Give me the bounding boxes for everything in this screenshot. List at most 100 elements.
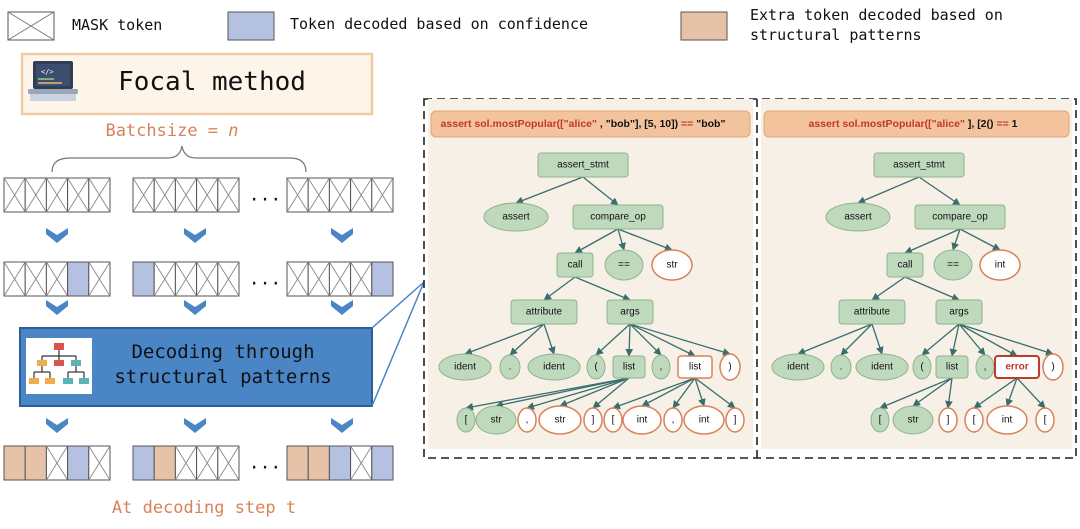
tree-node-label: ) <box>1051 362 1054 373</box>
tree-node-s2: str <box>538 405 582 435</box>
tree-node-label: ident <box>871 362 893 373</box>
tree-structure-icon <box>26 338 92 394</box>
tree-node-label: [ <box>973 415 976 426</box>
mask-token <box>196 445 219 481</box>
tree-edge <box>509 323 545 356</box>
zoom-connector-top <box>371 281 425 329</box>
tree-node-label: compare_op <box>590 212 646 223</box>
tree-node-i1: int <box>986 405 1028 435</box>
tree-edge <box>958 323 986 356</box>
tree-node-i2: int <box>683 405 725 435</box>
tree-node-err: error <box>994 355 1040 379</box>
chevron-down-icon <box>184 228 206 243</box>
decoding-step-label: At decoding step t <box>112 498 296 518</box>
tree-node-label: str <box>666 260 678 271</box>
tree-node-str0: str <box>651 249 693 281</box>
chevron-down-icon <box>46 228 68 243</box>
tree-node-label: , <box>660 362 663 373</box>
mask-token <box>350 445 373 481</box>
tree-node-args: args <box>935 299 983 325</box>
tree-node-label: . <box>509 362 512 373</box>
laptop-code-icon: </> <box>28 61 78 101</box>
tree-edge <box>694 377 736 409</box>
tree-node-c2: , <box>663 407 683 433</box>
mask-token <box>153 177 176 213</box>
confidence-token <box>132 445 155 481</box>
focal-method-box: </> Focal method <box>20 52 374 116</box>
tree-node-id2: ident <box>527 353 581 381</box>
tree-node-rb1: ] <box>938 407 958 433</box>
mask-token <box>217 177 240 213</box>
tree-node-label: , <box>526 415 529 426</box>
batchsize-prefix: Batchsize = <box>105 121 228 141</box>
tree-edge <box>574 228 619 254</box>
confidence-token <box>328 445 352 481</box>
tree-edge <box>918 176 961 206</box>
mask-token <box>45 445 69 481</box>
tree-node-s1: str <box>892 405 934 435</box>
code-segment: [2() <box>977 118 993 130</box>
tree-node-label: == <box>947 260 959 271</box>
code-segment: , <box>597 118 606 130</box>
tree-edge <box>574 276 631 301</box>
code-segment: 1 <box>1012 118 1018 130</box>
tree-node-assert: assert <box>825 202 891 232</box>
tree-node-label: [ <box>879 415 882 426</box>
tree-edge <box>958 323 1054 356</box>
mask-token <box>217 445 240 481</box>
tree-node-label: list <box>689 362 701 373</box>
left-tree-panel: assert sol.mostPopular(["alice" , "bob"]… <box>428 99 753 449</box>
tree-edge <box>797 323 873 355</box>
tree-node-comma: , <box>975 354 995 380</box>
tree-node-assert: assert <box>483 202 549 232</box>
tree-node-label: list <box>946 362 958 373</box>
tree-edge <box>840 323 873 356</box>
mask-token <box>350 177 373 213</box>
tree-node-lb1: [ <box>456 407 476 433</box>
tree-node-cmp: compare_op <box>914 204 1006 230</box>
tree-edge <box>945 377 953 409</box>
tree-node-label: int <box>637 415 648 426</box>
tree-edge <box>617 228 673 252</box>
tree-node-label: assert_stmt <box>557 160 609 171</box>
code-segment: assert sol.mostPopular(["alice" <box>809 118 965 130</box>
tree-node-root: assert_stmt <box>537 152 629 178</box>
tree-edge <box>629 323 696 357</box>
tree-node-label: str <box>490 415 502 426</box>
legend-confidence-label: Token decoded based on confidence <box>290 15 588 33</box>
ellipsis-text: ... <box>249 269 282 290</box>
batchsize-variable: n <box>228 121 238 141</box>
confidence-token <box>371 261 394 297</box>
mask-token <box>328 261 352 297</box>
tree-node-attr: attribute <box>838 299 906 325</box>
focal-method-title: Focal method <box>118 67 306 97</box>
zoom-connector-bottom <box>371 281 425 407</box>
legend-structural-label-line1: Extra token decoded based on <box>750 6 1003 24</box>
tree-node-label: ( <box>920 362 924 373</box>
tree-edge <box>973 377 1018 409</box>
tree-edge <box>515 176 584 205</box>
tree-edge <box>464 323 545 356</box>
chevron-down-icon <box>184 300 206 315</box>
tree-node-rb1: ] <box>583 407 603 433</box>
mask-token <box>45 177 69 213</box>
tree-node-rp: ) <box>719 353 741 381</box>
tree-edge <box>543 323 556 355</box>
tree-node-label: call <box>567 260 582 271</box>
tree-node-lb3: [ <box>1035 407 1055 433</box>
tree-edge <box>629 323 662 356</box>
tree-edge <box>958 323 1018 357</box>
tree-node-label: ] <box>734 415 737 426</box>
tree-node-label: , <box>672 415 675 426</box>
tree-node-list2: list <box>677 355 713 379</box>
mask-token <box>328 177 352 213</box>
structural-token <box>24 445 47 481</box>
tree-node-label: assert <box>844 212 871 223</box>
mask-token <box>88 445 111 481</box>
tree-node-dot: . <box>830 354 852 380</box>
tree-node-label: == <box>618 260 630 271</box>
tree-node-lp: ( <box>912 354 932 380</box>
legend-confidence-swatch <box>227 11 275 41</box>
tree-node-label: attribute <box>854 307 891 318</box>
